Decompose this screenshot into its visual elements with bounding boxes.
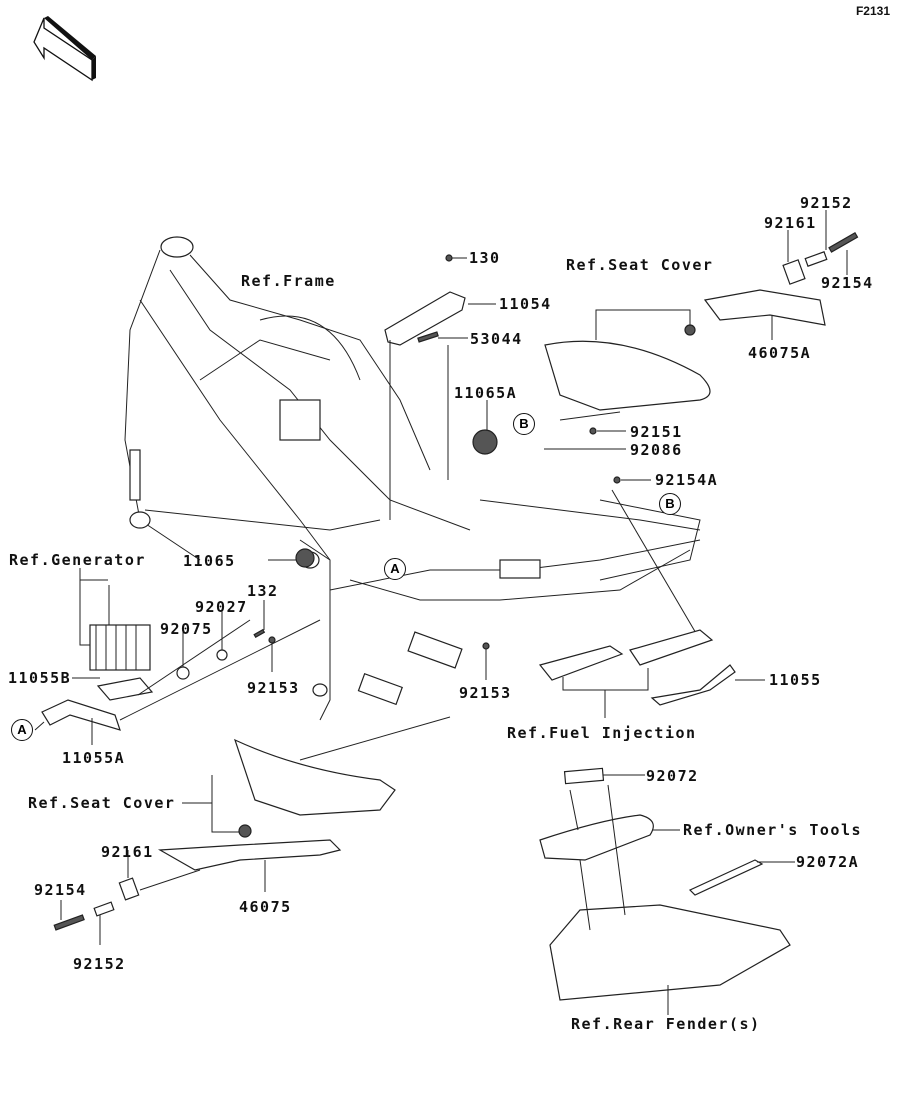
callout-part-46075A[interactable]: 46075A: [748, 344, 812, 362]
figure-code: F2131: [855, 4, 890, 18]
callout-part-11065A[interactable]: 11065A: [454, 384, 518, 402]
bracket-11054-drawing: [268, 254, 498, 568]
seat-cover-bottom-drawing: [53, 716, 451, 945]
callout-part-53044[interactable]: 53044: [470, 330, 523, 348]
callout-part-92154-top[interactable]: 92154: [821, 274, 874, 292]
reference-marker-b-seat-cover: B: [513, 413, 535, 435]
callout-part-11054[interactable]: 11054: [499, 295, 552, 313]
callout-ref-rear-fenders[interactable]: Ref.Rear Fender(s): [571, 1015, 761, 1033]
reference-marker-a-bracket: A: [11, 719, 33, 741]
callout-ref-seat-cover-top[interactable]: Ref.Seat Cover: [566, 256, 714, 274]
callout-ref-generator[interactable]: Ref.Generator: [9, 551, 146, 569]
regulator-drawing: [34, 568, 490, 745]
rear-fender-drawing: [539, 767, 795, 1015]
seat-cover-top-drawing: [544, 210, 859, 421]
callout-part-92152-top[interactable]: 92152: [800, 194, 853, 212]
callout-part-92072[interactable]: 92072: [646, 767, 699, 785]
callout-part-92161-bottom[interactable]: 92161: [101, 843, 154, 861]
callout-part-130[interactable]: 130: [469, 249, 501, 267]
fuel-injection-covers-drawing: [538, 629, 765, 718]
callout-part-132[interactable]: 132: [247, 582, 279, 600]
reference-marker-a-frame: A: [384, 558, 406, 580]
callout-ref-fuel-injection[interactable]: Ref.Fuel Injection: [507, 724, 697, 742]
callout-part-11065[interactable]: 11065: [183, 552, 236, 570]
callout-part-92151[interactable]: 92151: [630, 423, 683, 441]
callout-part-46075[interactable]: 46075: [239, 898, 292, 916]
callout-part-92027[interactable]: 92027: [195, 598, 248, 616]
reference-marker-b-frame: B: [659, 493, 681, 515]
front-arrow-icon: [33, 16, 96, 82]
callout-part-92154-bottom[interactable]: 92154: [34, 881, 87, 899]
callout-part-11055A[interactable]: 11055A: [62, 749, 126, 767]
callout-part-92072A[interactable]: 92072A: [796, 853, 860, 871]
callout-part-11055[interactable]: 11055: [769, 671, 822, 689]
callout-part-92161-top[interactable]: 92161: [764, 214, 817, 232]
callout-ref-seat-cover-bottom[interactable]: Ref.Seat Cover: [28, 794, 176, 812]
callout-part-92152-bottom[interactable]: 92152: [73, 955, 126, 973]
callout-ref-frame[interactable]: Ref.Frame: [241, 272, 336, 290]
callout-part-92075[interactable]: 92075: [160, 620, 213, 638]
callout-ref-owners-tools[interactable]: Ref.Owner's Tools: [683, 821, 863, 839]
cable-92086-drawing: [544, 427, 701, 641]
callout-part-92153-mid[interactable]: 92153: [459, 684, 512, 702]
callout-part-92154A[interactable]: 92154A: [655, 471, 719, 489]
callout-part-11055B[interactable]: 11055B: [8, 669, 72, 687]
callout-part-92153-left[interactable]: 92153: [247, 679, 300, 697]
callout-part-92086[interactable]: 92086: [630, 441, 683, 459]
